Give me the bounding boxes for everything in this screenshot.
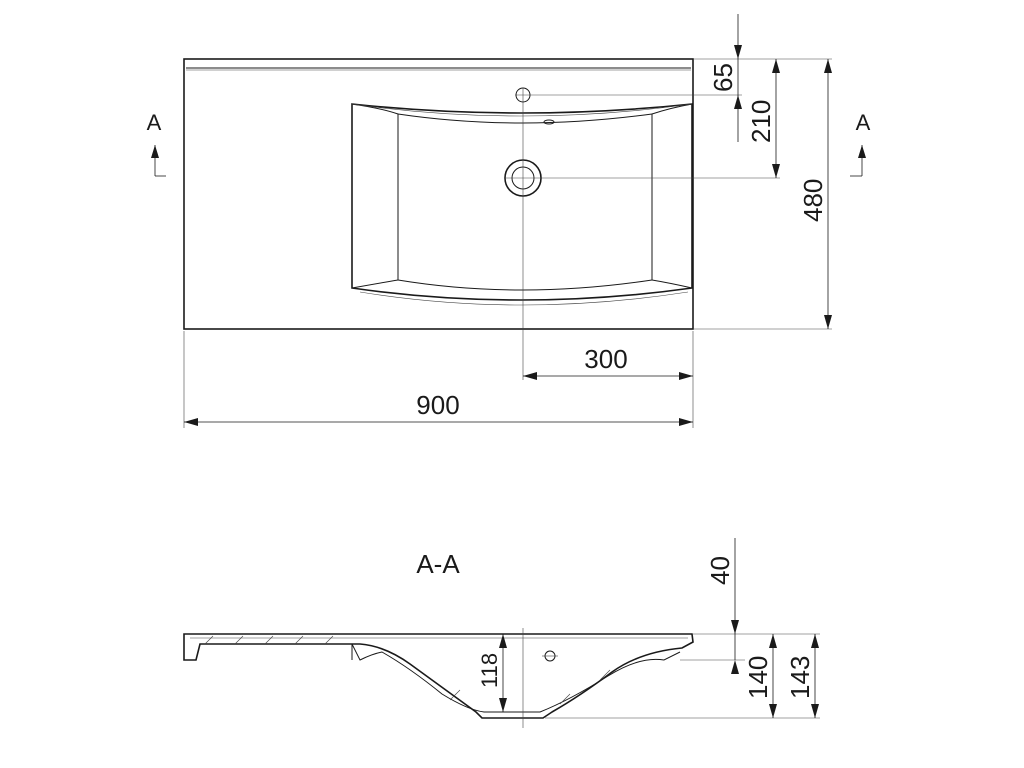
section-view: A-A 40 (183, 538, 820, 728)
basin-bowl (397, 113, 653, 291)
section-title: A-A (416, 549, 460, 579)
section-hatching (204, 635, 611, 705)
section-profile (183, 633, 694, 719)
section-marker-left: A (147, 110, 166, 177)
section-marker-right: A (850, 110, 871, 177)
basin-outline (351, 103, 693, 301)
dim-140-label: 140 (743, 656, 773, 699)
countertop-outline (183, 58, 694, 330)
dim-65-label: 65 (708, 63, 738, 92)
dim-143-label: 143 (785, 656, 815, 699)
overflow-slot (543, 119, 555, 125)
dim-40-label: 40 (705, 556, 735, 585)
svg-text:A: A (856, 110, 871, 135)
plan-view: 65 210 480 300 900 A A (147, 14, 871, 428)
svg-text:A: A (147, 110, 162, 135)
dim-210-label: 210 (746, 100, 776, 143)
dim-480-label: 480 (798, 179, 828, 222)
dim-300-label: 300 (584, 344, 627, 374)
dim-900-label: 900 (416, 390, 459, 420)
dim-118-label: 118 (477, 653, 502, 688)
